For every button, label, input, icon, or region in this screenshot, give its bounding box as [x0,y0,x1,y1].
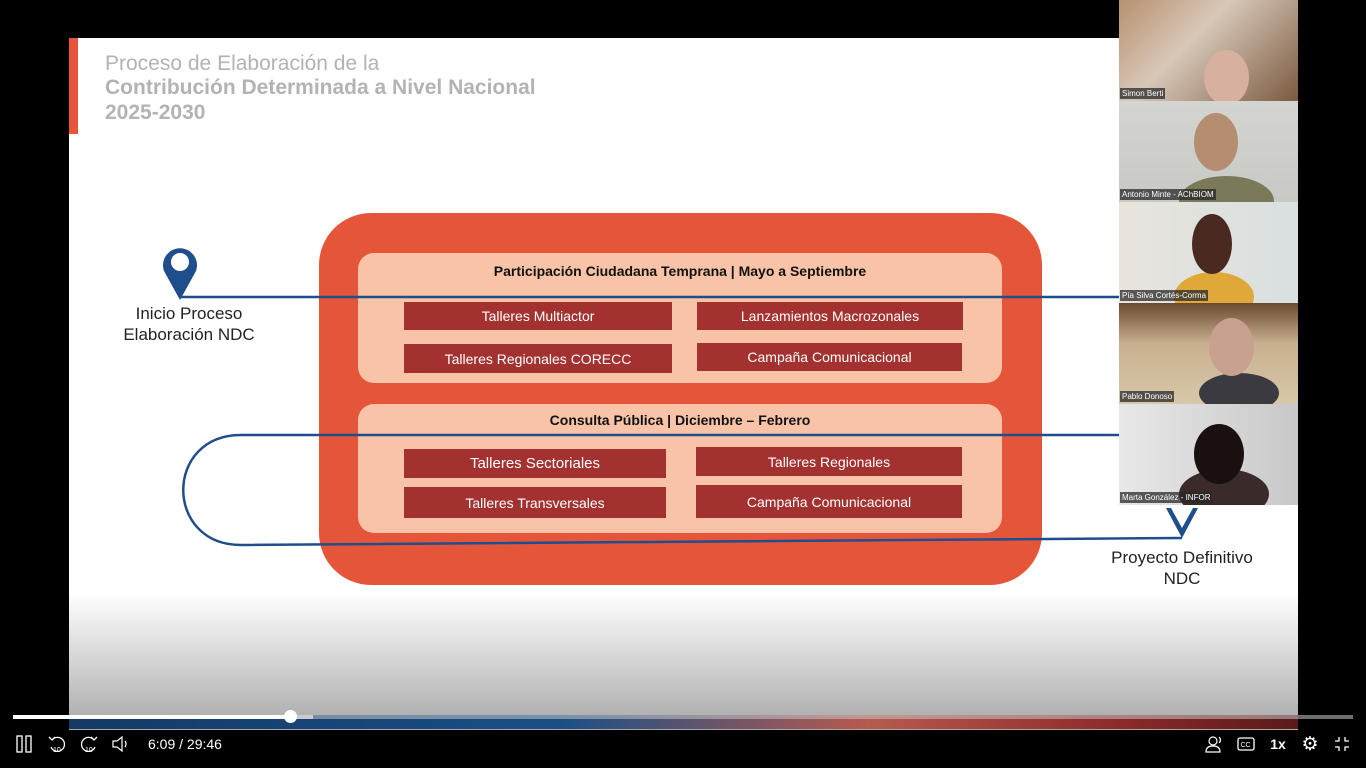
forward-10-icon: 10 [80,736,98,754]
rewind-10-button[interactable]: 10 [46,733,68,755]
seek-bar[interactable] [13,710,1353,723]
seek-thumb[interactable] [284,710,298,723]
phase2-item: Talleres Transversales [404,487,666,518]
participant-tile[interactable]: Simon Berti [1119,0,1298,101]
phase1-title: Participación Ciudadana Temprana | Mayo … [493,263,867,279]
pause-button[interactable] [14,733,34,755]
participant-name: Pía Silva Cortés-Corma [1120,290,1209,301]
exit-fullscreen-button[interactable] [1332,733,1352,755]
captions-icon: CC [1237,737,1255,751]
phase2-item: Talleres Regionales [696,447,962,476]
slide-title-line1: Proceso de Elaboración de la [105,52,380,75]
svg-text:10: 10 [85,747,93,754]
end-pin-icon [1166,508,1198,538]
end-label-line2: NDC [1163,569,1201,588]
seek-progress [13,715,291,719]
audio-description-icon [1205,736,1222,753]
participant-name: Simon Berti [1120,88,1166,99]
svg-text:10: 10 [53,747,61,754]
playback-speed-button[interactable]: 1x [1270,736,1286,752]
participant-tile[interactable]: Antonio Minte - AChBIOM [1119,101,1298,202]
settings-icon: ⚙ [1301,733,1319,755]
participant-tile[interactable]: Pía Silva Cortés-Corma [1119,202,1298,303]
captions-button[interactable]: CC [1236,733,1256,755]
settings-button[interactable]: ⚙ [1300,733,1320,755]
slide-title-line2: Contribución Determinada a Nivel Naciona… [105,76,536,99]
start-label-line1: Inicio Proceso [135,304,243,323]
slide-title-line3: 2025-2030 [105,101,206,124]
participant-name: Marta González - INFOR [1120,492,1213,503]
participant-tile[interactable]: Marta González - INFOR [1119,404,1298,505]
pause-icon [16,735,32,753]
forward-10-button[interactable]: 10 [78,733,100,755]
end-label-line1: Proyecto Definitivo [1111,548,1253,567]
phase1-item: Campaña Comunicacional [697,343,962,371]
volume-button[interactable] [110,733,132,755]
timeline-path [163,248,1198,547]
participant-name: Antonio Minte - AChBIOM [1120,189,1216,200]
phase2-item: Talleres Sectoriales [404,449,666,478]
exit-fullscreen-icon [1335,737,1349,751]
phase1-item: Talleres Regionales CORECC [404,344,672,373]
phase1-item: Lanzamientos Macrozonales [697,302,963,330]
audio-description-button[interactable] [1203,733,1225,755]
phase1-item: Talleres Multiactor [404,302,672,330]
participant-tile[interactable]: Pablo Donoso [1119,303,1298,404]
rewind-10-icon: 10 [48,736,66,754]
svg-text:CC: CC [1241,742,1251,749]
phase1-panel: Participación Ciudadana Temprana | Mayo … [358,253,1002,383]
title-accent-bar [69,38,78,134]
time-display: 6:09 / 29:46 [148,736,222,752]
phase2-panel: Consulta Pública | Diciembre – Febrero T… [358,404,1002,533]
phase2-item: Campaña Comunicacional [696,485,962,518]
volume-icon [112,735,127,753]
phase2-title: Consulta Pública | Diciembre – Febrero [549,412,811,428]
start-pin-icon [163,248,197,300]
participant-name: Pablo Donoso [1120,391,1175,402]
start-label-line2: Elaboración NDC [123,325,255,344]
presentation-slide: Proceso de Elaboración de la Contribució… [69,38,1298,730]
process-container: Participación Ciudadana Temprana | Mayo … [319,213,1042,585]
